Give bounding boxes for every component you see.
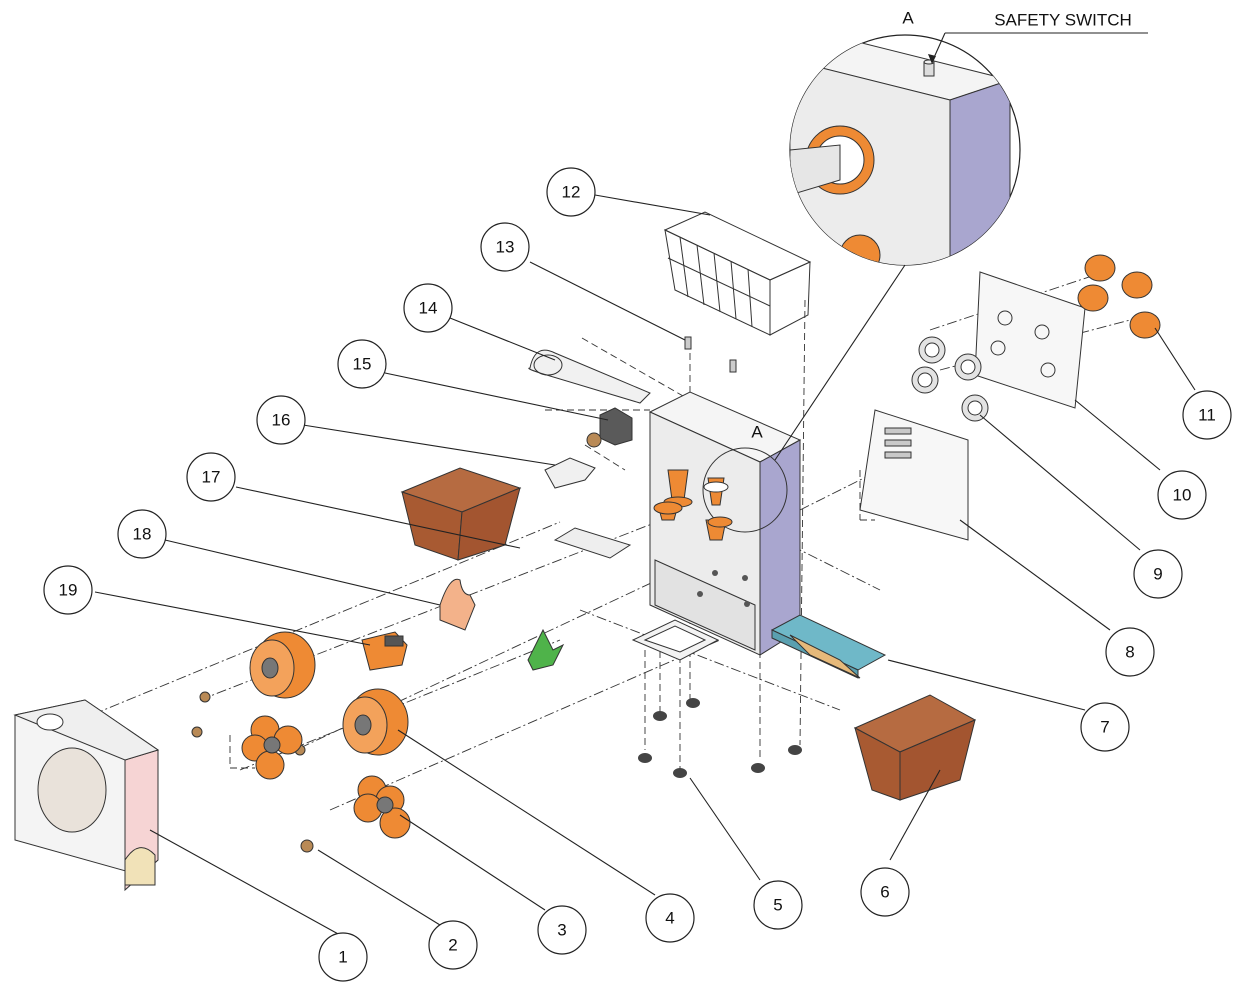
- part-19-clamp: [361, 631, 408, 671]
- callout-label: 7: [1100, 718, 1109, 737]
- part-6-waste-bin: [853, 694, 977, 801]
- part-12-basket: [663, 211, 812, 336]
- juicer-cones: [653, 469, 733, 541]
- callout-label: 16: [272, 411, 291, 430]
- safety-switch-label: SAFETY SWITCH: [994, 11, 1132, 30]
- callout-label: 1: [338, 948, 347, 967]
- callout-16: 16: [256, 395, 306, 445]
- callout-18: 18: [117, 509, 167, 559]
- callout-label: 13: [496, 238, 515, 257]
- part-9-rings: [911, 336, 989, 422]
- callout-10: 10: [1157, 470, 1207, 520]
- callout-17: 17: [186, 452, 236, 502]
- callout-label: 14: [419, 299, 438, 318]
- part-1-front-cover: [13, 699, 160, 892]
- part-3-cup-sets: [241, 715, 411, 839]
- part-7-drip-tray: [770, 614, 887, 679]
- callout-label: 15: [353, 355, 372, 374]
- detail-a-body-label: A: [751, 423, 763, 442]
- callout-label: 2: [448, 936, 457, 955]
- detail-a-label: A: [902, 9, 914, 28]
- callout-label: 19: [59, 581, 78, 600]
- callout-13: 13: [480, 222, 530, 272]
- part-13-pins: [684, 336, 737, 373]
- callout-label: 9: [1153, 565, 1162, 584]
- callout-7: 7: [1080, 702, 1130, 752]
- part-5-feet: [638, 698, 802, 778]
- callout-label: 4: [665, 909, 674, 928]
- callout-19: 19: [43, 565, 93, 615]
- main-body: [648, 391, 802, 656]
- detail-a-view: [774, 32, 1148, 461]
- callout-label: 5: [773, 896, 782, 915]
- callout-label: 17: [202, 468, 221, 487]
- green-bracket: [527, 628, 565, 671]
- callout-label: 8: [1125, 643, 1134, 662]
- callout-11: 11: [1182, 390, 1232, 440]
- part-8-side-panel: [859, 409, 969, 541]
- callout-3: 3: [537, 905, 587, 955]
- part-18-bracket: [439, 578, 476, 631]
- part-11-bushings: [1077, 254, 1161, 339]
- part-16-linkage: [544, 457, 596, 489]
- part-14-handle: [528, 349, 651, 404]
- callout-label: 3: [557, 921, 566, 940]
- callout-label: 12: [562, 183, 581, 202]
- callout-label: 18: [133, 525, 152, 544]
- frame-part: [631, 619, 720, 661]
- callout-label: 10: [1173, 486, 1192, 505]
- callout-4: 4: [645, 893, 695, 943]
- callout-9: 9: [1133, 549, 1183, 599]
- callout-8: 8: [1105, 627, 1155, 677]
- part-2-screws: [191, 691, 314, 853]
- leader-lines: [94, 194, 1196, 936]
- callout-5: 5: [753, 880, 803, 930]
- part-15-motor-block: [586, 407, 633, 448]
- part-17-container: [400, 467, 632, 561]
- part-10-front-panel: [974, 271, 1086, 409]
- callout-label: 11: [1198, 406, 1216, 425]
- callout-14: 14: [403, 283, 453, 333]
- callout-15: 15: [337, 339, 387, 389]
- callout-label: 6: [880, 883, 889, 902]
- callout-2: 2: [428, 920, 478, 970]
- part-4-drums: [249, 631, 409, 756]
- callout-6: 6: [860, 867, 910, 917]
- callout-1: 1: [318, 932, 368, 982]
- callout-12: 12: [546, 167, 596, 217]
